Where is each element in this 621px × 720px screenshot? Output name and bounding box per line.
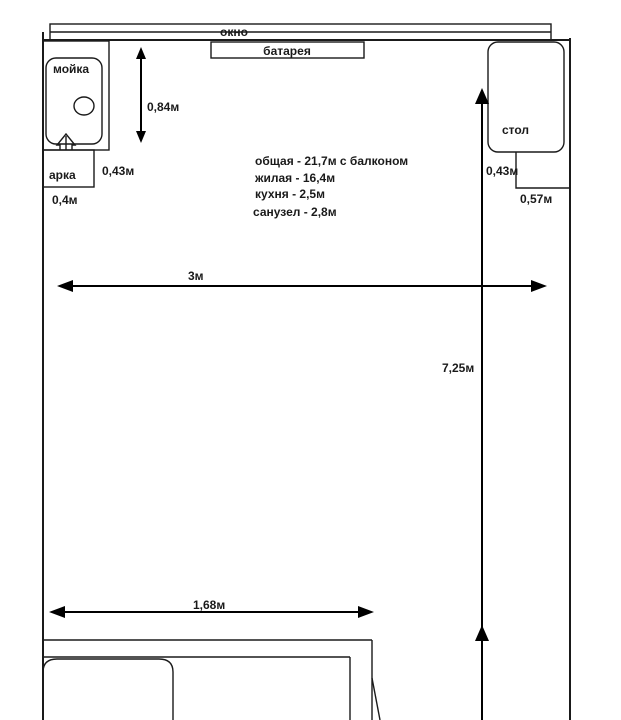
sink: мойка	[42, 40, 110, 151]
faucet-icon	[55, 132, 77, 150]
bathroom-width-arrow	[49, 606, 374, 618]
room-length-arrow	[475, 88, 489, 720]
area-bathroom: санузел - 2,8м	[253, 205, 337, 219]
table-leg-bracket	[515, 152, 570, 189]
bathroom-width-label: 1,68м	[193, 598, 225, 612]
room-width-arrow	[57, 280, 547, 292]
area-total: общая - 21,7м с балконом	[255, 154, 408, 168]
table-label: стол	[502, 123, 529, 137]
sink-label: мойка	[53, 62, 89, 76]
area-kitchen: кухня - 2,5м	[255, 187, 325, 201]
room-width-label: 3м	[188, 269, 204, 283]
area-summary: общая - 21,7м с балконом жилая - 16,4м к…	[253, 154, 408, 219]
drain-icon	[73, 96, 95, 116]
arch-width-label: 0,43м	[102, 164, 134, 178]
sink-depth-label: 0,84м	[147, 100, 179, 114]
radiator: батарея	[210, 41, 365, 59]
sink-depth-arrow	[136, 47, 146, 143]
table: стол	[487, 41, 570, 189]
dimension-labels: 0,84м 0,43м 0,4м 0,43м 0,57м 3м 7,25м 1,…	[52, 100, 552, 612]
arch-label: арка	[49, 168, 76, 182]
window: окно	[49, 23, 552, 41]
table-top	[487, 41, 565, 153]
table-width-label: 0,57м	[520, 192, 552, 206]
area-living: жилая - 16,4м	[254, 171, 335, 185]
arch-box	[42, 149, 95, 188]
window-label: окно	[220, 25, 248, 39]
bathroom-door-swing	[371, 677, 381, 720]
radiator-label: батарея	[263, 44, 311, 58]
arch: арка	[42, 149, 95, 188]
room-walls	[42, 32, 571, 720]
arch-height-label: 0,4м	[52, 193, 78, 207]
bathtub	[42, 658, 174, 720]
table-gap-label: 0,43м	[486, 164, 518, 178]
radiator-box	[210, 41, 365, 59]
bathroom	[42, 639, 381, 720]
room-length-label: 7,25м	[442, 361, 474, 375]
